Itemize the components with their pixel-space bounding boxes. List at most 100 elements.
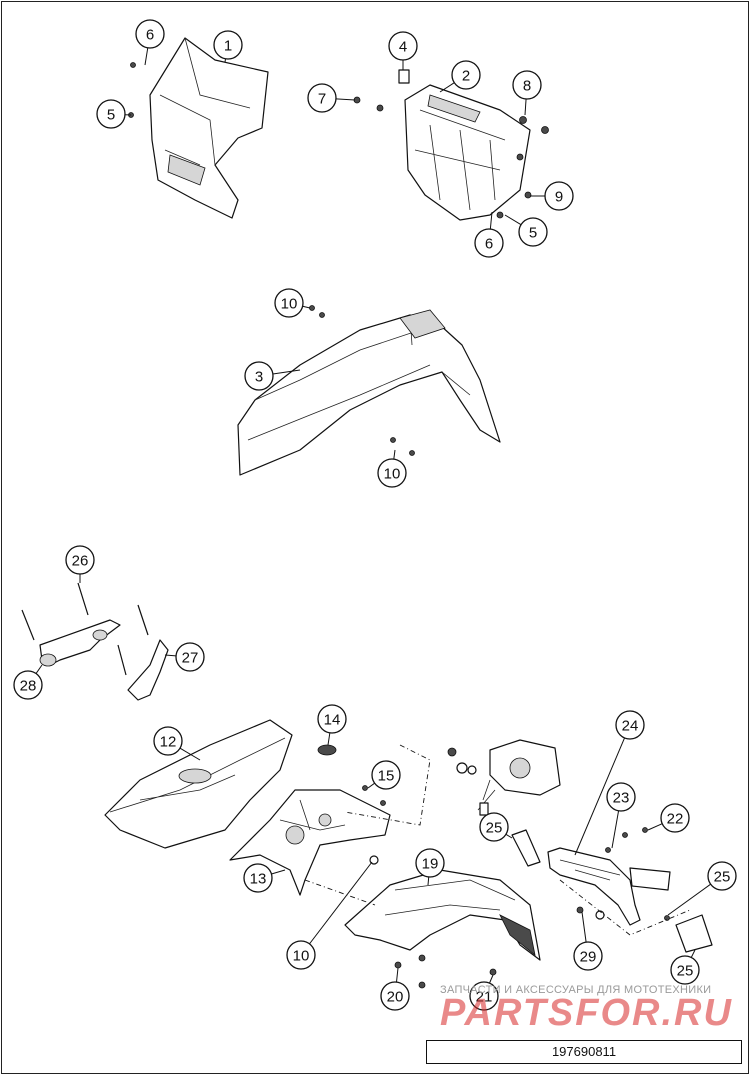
callout-leader-27	[164, 654, 177, 657]
callout-circle-8	[512, 70, 542, 100]
callout-circle-26	[65, 545, 95, 575]
watermark-tagline: ЗАПЧАСТИ И АКСЕССУАРЫ ДЛЯ МОТОТЕХНИКИ	[440, 984, 712, 996]
callout-leader-6	[489, 211, 493, 230]
callout-circle-13	[243, 863, 273, 893]
callout-label-10: 10	[384, 466, 401, 483]
callout-leader-28	[35, 664, 43, 674]
callout-label-5: 5	[529, 225, 537, 242]
callout-circle-4	[388, 31, 418, 61]
callout-label-8: 8	[523, 78, 531, 95]
callout-circle-19	[415, 848, 445, 878]
callout-label-28: 28	[20, 678, 37, 695]
part-grommet	[317, 744, 337, 756]
part-rear-fender	[344, 869, 541, 961]
callout-leader-10	[309, 861, 373, 945]
callout-label-9: 9	[555, 189, 563, 206]
callout-label-10: 10	[281, 296, 298, 313]
callout-circle-22	[660, 803, 690, 833]
part-taillight	[477, 739, 561, 816]
callout-label-19: 19	[422, 856, 439, 873]
assembly-line-plate	[559, 879, 691, 936]
drawing-number: 197690811	[426, 1040, 742, 1064]
callout-label-5: 5	[107, 107, 115, 124]
callout-leader-19	[427, 876, 430, 886]
callout-circle-3	[244, 361, 274, 391]
callout-circle-6	[474, 228, 504, 258]
callout-label-13: 13	[250, 871, 267, 888]
callout-label-7: 7	[318, 91, 326, 108]
part-reflector-right	[675, 914, 713, 953]
callout-label-1: 1	[224, 38, 232, 55]
watermark-logo: PARTSFOR.RU	[440, 992, 733, 1034]
part-rear-subpanel	[229, 789, 391, 896]
callout-leader-20	[395, 967, 399, 983]
callout-circle-5	[96, 99, 126, 129]
part-headlight-mask	[149, 37, 269, 219]
callout-circle-10	[286, 940, 316, 970]
part-seat	[104, 719, 293, 849]
callout-label-15: 15	[378, 768, 395, 785]
callout-label-25: 25	[486, 820, 503, 837]
part-license-plate-holder	[547, 847, 671, 926]
callout-circle-29	[573, 941, 603, 971]
callout-leader-10	[302, 305, 311, 309]
callout-label-27: 27	[182, 650, 199, 667]
callout-circle-14	[317, 704, 347, 734]
callout-circle-24	[615, 710, 645, 740]
callout-circle-1	[213, 30, 243, 60]
callout-label-25: 25	[677, 963, 694, 980]
callout-leader-2	[439, 82, 455, 93]
callout-leader-14	[327, 732, 331, 746]
callout-circle-27	[175, 642, 205, 672]
callout-label-4: 4	[399, 39, 407, 56]
callout-label-12: 12	[160, 734, 177, 751]
callout-circle-6	[135, 19, 165, 49]
callout-circle-10	[274, 288, 304, 318]
callout-leader-21	[489, 974, 494, 984]
callout-circle-25	[479, 812, 509, 842]
part-bracket-set	[21, 582, 169, 701]
callout-circle-9	[544, 181, 574, 211]
callout-circle-2	[451, 60, 481, 90]
callout-leader-3	[272, 369, 301, 375]
callout-leader-7	[335, 98, 356, 101]
assembly-line-taillight	[344, 744, 431, 826]
callout-circle-23	[606, 782, 636, 812]
callout-leader-29	[581, 911, 587, 943]
callout-circle-20	[380, 981, 410, 1011]
callout-label-2: 2	[462, 68, 470, 85]
callout-circle-5	[518, 217, 548, 247]
callout-leader-24	[574, 737, 626, 856]
callout-label-29: 29	[580, 949, 597, 966]
callout-leader-23	[611, 810, 620, 849]
callout-leader-13	[271, 869, 286, 875]
callout-circle-10	[377, 458, 407, 488]
callout-label-20: 20	[387, 989, 404, 1006]
callout-leader-5	[504, 214, 522, 226]
callout-leader-8	[524, 98, 527, 116]
callout-leader-15	[367, 782, 375, 789]
callout-label-25: 25	[714, 869, 731, 886]
callout-circle-12	[153, 726, 183, 756]
callout-label-6: 6	[146, 27, 154, 44]
assembly-line-fender	[304, 879, 376, 906]
callout-circle-15	[371, 760, 401, 790]
callout-label-6: 6	[485, 236, 493, 253]
callout-leader-22	[647, 823, 663, 831]
callout-label-23: 23	[613, 790, 630, 807]
callout-label-22: 22	[667, 811, 684, 828]
callout-leader-10	[393, 449, 396, 460]
callout-label-21: 21	[476, 989, 493, 1006]
callout-circle-25	[670, 955, 700, 985]
callout-circle-28	[13, 670, 43, 700]
callout-label-26: 26	[72, 553, 89, 570]
part-reflector-left	[511, 829, 541, 867]
callout-label-3: 3	[255, 369, 263, 386]
callout-leader-25	[667, 883, 711, 916]
callout-label-14: 14	[324, 712, 341, 729]
callout-leader-6	[144, 47, 149, 66]
callout-label-10: 10	[293, 948, 310, 965]
